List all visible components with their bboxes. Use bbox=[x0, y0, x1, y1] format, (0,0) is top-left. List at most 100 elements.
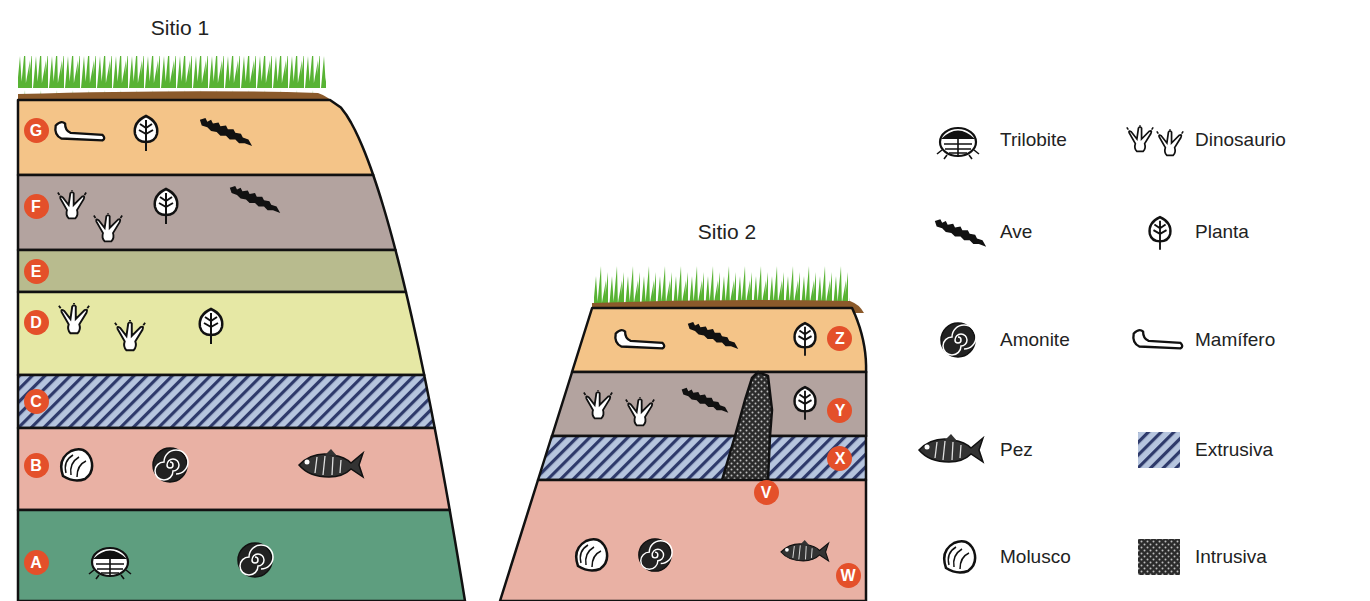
rock-layer-outline bbox=[572, 308, 866, 372]
plant-fossil bbox=[794, 387, 815, 420]
legend-label: Intrusiva bbox=[1195, 546, 1267, 568]
site-column: Sitio 2 Z YX V W bbox=[490, 200, 870, 601]
rock-layer-shape bbox=[18, 175, 395, 250]
extrusive-layer: C bbox=[18, 375, 435, 428]
layer-letter: W bbox=[836, 563, 861, 588]
dinosaur-track bbox=[58, 189, 86, 218]
rock-layer: F bbox=[18, 175, 395, 250]
rock-layer-outline bbox=[552, 372, 866, 436]
layer-letter: Y bbox=[827, 398, 852, 423]
rock-layer-shape bbox=[18, 100, 373, 175]
ammonite-fossil bbox=[639, 539, 672, 571]
rock-layer: B bbox=[18, 428, 450, 510]
rock-layer: Y bbox=[552, 372, 866, 436]
legend-entry: Planta bbox=[1195, 221, 1249, 243]
legend-entry: Pez bbox=[1000, 439, 1033, 461]
legend-label: Extrusiva bbox=[1195, 439, 1273, 461]
layer-letter: G bbox=[24, 118, 49, 143]
bird-fossil bbox=[200, 118, 252, 146]
legend-extrusive-swatch bbox=[1138, 432, 1180, 468]
layer-label-holder: W bbox=[836, 563, 861, 588]
layer-label-holder: G bbox=[24, 118, 49, 143]
layer-label-holder: Z bbox=[827, 326, 852, 351]
legend-label: Molusco bbox=[1000, 546, 1071, 568]
ammonite-fossil bbox=[238, 543, 273, 577]
legend-entry: Amonite bbox=[1000, 329, 1070, 351]
layer-letter: F bbox=[24, 194, 49, 219]
site-title-holder: Sitio 2 bbox=[698, 220, 756, 244]
legend-plant-icon bbox=[1149, 217, 1170, 250]
legend-label: Ave bbox=[1000, 221, 1032, 243]
mollusk-fossil bbox=[576, 539, 607, 570]
legend-entry: Trilobite bbox=[1000, 129, 1067, 151]
plant-fossil bbox=[155, 189, 178, 224]
legend-entry: Mamífero bbox=[1195, 329, 1275, 351]
extrusive-layer-outline bbox=[538, 436, 866, 480]
site-title-holder: Sitio 1 bbox=[151, 16, 209, 40]
layer-letter: V bbox=[754, 480, 779, 505]
legend-label: Trilobite bbox=[1000, 129, 1067, 151]
rock-layer-outline bbox=[18, 510, 465, 601]
legend-fish-icon bbox=[919, 434, 983, 462]
fish-fossil bbox=[299, 449, 363, 477]
layer-label-holder: D bbox=[24, 310, 49, 335]
rock-layer-shape bbox=[500, 480, 866, 601]
mammal-fossil bbox=[615, 330, 664, 348]
mammal-fossil bbox=[55, 122, 104, 140]
layer-label-holder: V bbox=[754, 480, 779, 505]
legend-dinosaur-icon bbox=[1127, 124, 1153, 151]
dinosaur-track bbox=[115, 319, 145, 350]
layer-label-holder: C bbox=[24, 389, 49, 414]
rock-layer-shape bbox=[18, 292, 424, 375]
plant-fossil bbox=[794, 323, 815, 356]
layer-letter: Z bbox=[827, 326, 852, 351]
rock-layer: W bbox=[500, 480, 866, 601]
extrusive-layer-shape bbox=[538, 436, 866, 480]
extrusive-layer: X bbox=[538, 436, 866, 480]
legend-entry: Extrusiva bbox=[1195, 439, 1273, 461]
extrusive-layer-outline bbox=[18, 375, 435, 428]
legend-trilobite-icon bbox=[937, 128, 979, 159]
legend-intrusive-swatch bbox=[1138, 539, 1180, 575]
rock-layer-shape bbox=[572, 308, 866, 372]
layer-letter: X bbox=[827, 446, 852, 471]
rock-layer-shape bbox=[18, 428, 450, 510]
fish-fossil bbox=[781, 540, 829, 561]
rock-layer-outline bbox=[18, 292, 424, 375]
rock-layer-outline bbox=[500, 480, 866, 601]
mollusk-fossil bbox=[61, 449, 92, 480]
rock-layer-shape bbox=[552, 372, 866, 436]
plant-fossil bbox=[200, 309, 223, 344]
layer-letter: B bbox=[24, 453, 49, 478]
extrusive-layer-shape bbox=[18, 375, 435, 428]
rock-layer-outline bbox=[18, 175, 395, 250]
rock-layer: Z bbox=[572, 308, 866, 372]
legend-label: Dinosaurio bbox=[1195, 129, 1286, 151]
legend-entry: Molusco bbox=[1000, 546, 1071, 568]
legend-label: Amonite bbox=[1000, 329, 1070, 351]
legend-mollusk-icon bbox=[944, 541, 975, 572]
rock-layer-outline bbox=[18, 428, 450, 510]
dinosaur-track bbox=[584, 389, 612, 418]
dinosaur-track bbox=[626, 396, 654, 425]
legend-ammonite-icon bbox=[941, 323, 976, 357]
legend-label: Planta bbox=[1195, 221, 1249, 243]
rock-layer-outline bbox=[18, 100, 373, 175]
legend-entry: Ave bbox=[1000, 221, 1032, 243]
layer-letter: E bbox=[24, 259, 49, 284]
layer-letter: D bbox=[24, 310, 49, 335]
site-title: Sitio 2 bbox=[698, 220, 756, 244]
legend-entry: Intrusiva bbox=[1195, 546, 1267, 568]
rock-layer-shape bbox=[18, 510, 465, 601]
site-title: Sitio 1 bbox=[151, 16, 209, 40]
bird-fossil bbox=[688, 322, 738, 349]
legend-entry: Dinosaurio bbox=[1195, 129, 1286, 151]
legend-label: Mamífero bbox=[1195, 329, 1275, 351]
rock-layer: E bbox=[18, 250, 406, 292]
dinosaur-track bbox=[94, 212, 122, 241]
layer-label-holder: Y bbox=[827, 398, 852, 423]
rock-layer: A bbox=[18, 510, 465, 601]
layer-label-holder: E bbox=[24, 259, 49, 284]
dinosaur-track bbox=[59, 302, 89, 333]
